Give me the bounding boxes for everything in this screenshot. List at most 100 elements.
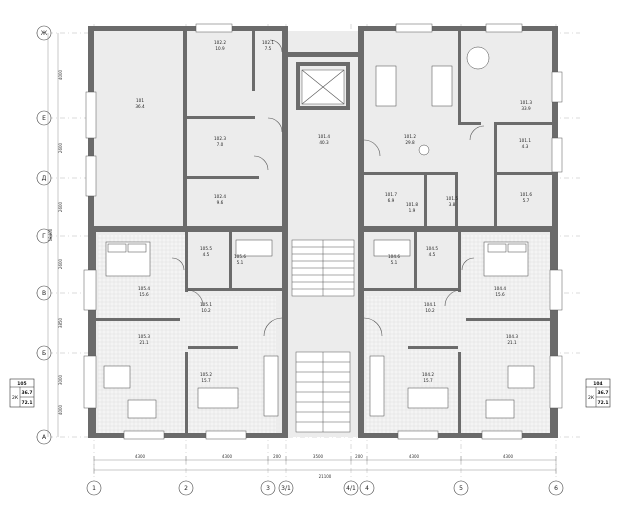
room-area: 1.9 [409,208,416,213]
room-number: 101.1 [519,138,531,143]
room-area: 40.3 [319,140,329,145]
axis-label: 1 [92,485,96,492]
dimension-value: 3500 [313,454,324,459]
apartment-number: 105 [17,381,26,387]
room-label: 105.321.1 [138,334,150,345]
axis-marker-column: 3 [260,480,276,496]
room-area: 5.1 [391,260,398,265]
axis-circle [453,480,469,496]
room-label: 101.14.3 [519,138,531,149]
room-number: 101.2 [404,134,416,139]
room-number: 102.1 [262,40,274,45]
dimension-value: 4000 [58,69,63,80]
apartment-living-area: 36.7 [21,390,32,396]
dimension-lines [47,33,557,474]
room-area: 21.1 [139,340,149,345]
axis-circle [548,480,564,496]
room-number: 101 [136,98,144,103]
dimension-value: 2600 [58,142,63,153]
apartment-living-area: 36.7 [597,390,608,396]
dimension-value: 4000 [58,404,63,415]
axis-circle [343,480,359,496]
room-area: 15.6 [139,292,149,297]
axis-label: А [42,434,47,441]
dimension-value: 4300 [222,454,233,459]
dimension-value: 3000 [58,374,63,385]
axis-circle [260,480,276,496]
room-label: 101.76.9 [385,192,397,203]
axis-label: Б [42,350,46,357]
axis-label: Ж [41,30,48,37]
room-label: 101.229.8 [404,134,416,145]
room-number: 101.3 [520,100,532,105]
dimension-total: 21100 [319,474,332,479]
room-area: 4.3 [522,144,529,149]
dimension-value: 200 [355,454,363,459]
room-label: 105.65.1 [234,254,246,265]
axis-marker-row: Б [36,345,52,361]
room-label: 101.440.3 [318,134,330,145]
room-number: 105.6 [234,254,246,259]
apartment-total-area: 72.1 [597,400,608,406]
room-number: 104.3 [506,334,518,339]
axis-circle [278,480,294,496]
room-label: 101.65.7 [520,192,532,203]
walls [88,26,558,438]
room-number: 105.4 [138,286,150,291]
room-area: 15.7 [201,378,211,383]
axis-circle [178,480,194,496]
room-area: 36.4 [135,104,145,109]
axis-marker-row: Ж [36,25,52,41]
room-area: 5.7 [523,198,530,203]
windows [83,23,563,440]
axis-circle [36,228,52,244]
room-number: 104.6 [388,254,400,259]
axis-circle [36,285,52,301]
axis-label: Г [42,233,46,240]
room-number: 101.8 [406,202,418,207]
axis-label: Е [42,115,46,122]
apartment-total-area: 72.1 [21,400,32,406]
dimension-value: 4300 [135,454,146,459]
room-number: 101.6 [520,192,532,197]
apartment-tag-box [585,378,611,408]
room-label: 104.54.5 [426,246,438,257]
apartment-rooms: 2К [12,395,19,401]
room-number: 105.2 [200,372,212,377]
room-label: 102.49.6 [214,194,226,205]
room-number: 104.2 [422,372,434,377]
axis-label: В [42,290,46,297]
axis-circle [36,345,52,361]
axis-circle [36,25,52,41]
axis-marker-column: 1 [86,480,102,496]
furniture [103,46,535,419]
room-area: 15.7 [423,378,433,383]
room-number: 101.4 [318,134,330,139]
axis-marker-row: Е [36,110,52,126]
room-area: 21.1 [507,340,517,345]
axis-circle [359,480,375,496]
axis-circle [36,110,52,126]
room-label: 105.215.7 [200,372,212,383]
staircase [291,69,355,433]
axis-marker-column: 3/1 [278,480,294,496]
dimension-value: 4300 [409,454,420,459]
axis-label: 3 [266,485,270,492]
room-number: 104.4 [494,286,506,291]
axis-label: 3/1 [281,485,291,492]
room-label: 102.210.9 [214,40,226,51]
room-area: 3.8 [449,202,456,207]
room-label: 102.17.5 [262,40,274,51]
dimension-value: 2600 [58,201,63,212]
room-label: 104.215.7 [422,372,434,383]
axis-circle [36,170,52,186]
axis-marker-column: 4/1 [343,480,359,496]
room-number: 101.7 [385,192,397,197]
room-area: 7.5 [265,46,272,51]
room-area: 33.9 [521,106,531,111]
